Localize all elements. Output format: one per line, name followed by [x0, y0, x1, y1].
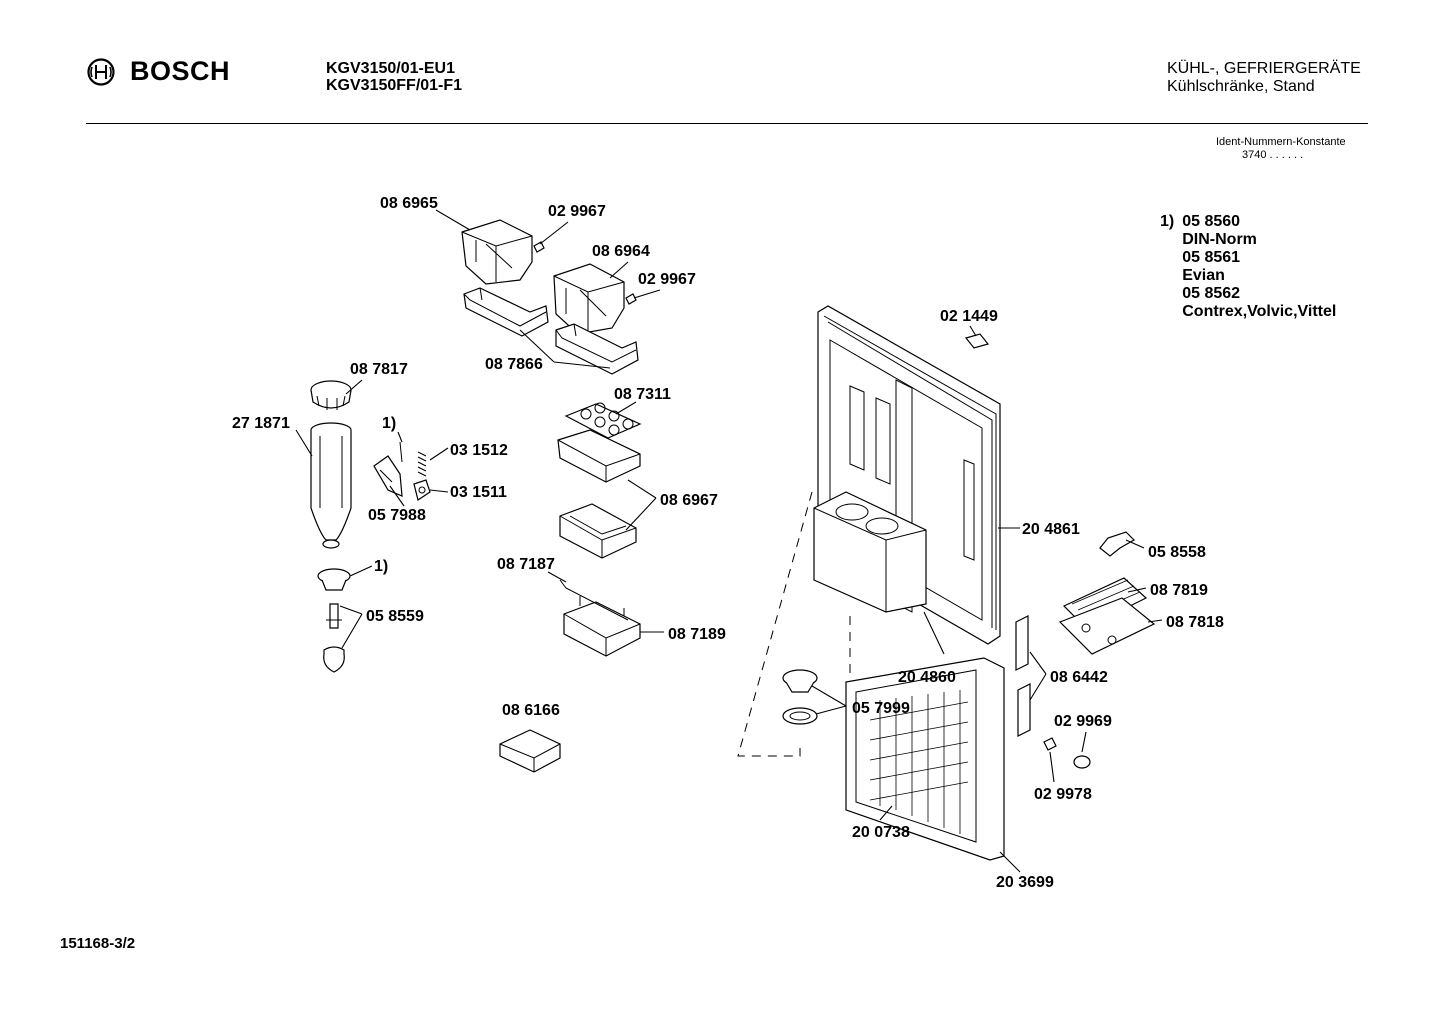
part-label-203699: 20 3699 [996, 874, 1054, 891]
part-label-087189: 08 7189 [668, 626, 726, 643]
part-label-031512: 03 1512 [450, 442, 508, 459]
door-grille-200738 [845, 657, 1005, 861]
part-label-029978: 02 9978 [1034, 786, 1092, 803]
part-label-057999: 05 7999 [852, 700, 910, 717]
cap-029969 [1073, 755, 1091, 769]
part-label-086442: 08 6442 [1050, 669, 1108, 686]
door-shelf-base-087866 [463, 287, 549, 337]
door-shelf-086967-lower [559, 503, 637, 559]
part-label-086965: 08 6965 [380, 195, 438, 212]
bracket-057988 [373, 455, 403, 497]
egg-tray-087311 [564, 402, 642, 439]
footnote-line: DIN-Norm [1182, 231, 1257, 248]
part-label-058558: 05 8558 [1148, 544, 1206, 561]
part-label-087187: 08 7187 [497, 556, 555, 573]
part-label-087818: 08 7818 [1166, 614, 1224, 631]
footnote-ref-label: 1) [382, 415, 396, 432]
hinge-086442 [1015, 615, 1031, 737]
category-title: KÜHL-, GEFRIERGERÄTE [1167, 60, 1361, 77]
bracket-058558 [1099, 531, 1135, 557]
pin-spring-031512 [399, 441, 427, 477]
part-label-087311: 08 7311 [614, 386, 671, 403]
part-label-029969: 02 9969 [1054, 713, 1112, 730]
door-shelf-cover-086965 [461, 219, 533, 285]
part-label-021449: 02 1449 [940, 308, 998, 325]
part-label-271871: 27 1871 [232, 415, 290, 432]
part-label-087817: 08 7817 [350, 361, 408, 378]
ident-value: 3740 . . . . . . [1242, 149, 1304, 161]
door-shelf-base-087866b [555, 323, 639, 375]
part-label-087866: 08 7866 [485, 356, 543, 373]
ident-label: Ident-Nummern-Konstante [1216, 136, 1346, 148]
footnote-line: Contrex,Volvic,Vittel [1182, 303, 1337, 320]
door-shelf-087189 [559, 579, 641, 657]
footnote-line: 05 8561 [1182, 249, 1241, 266]
footnote-line: 05 8560 [1182, 213, 1241, 230]
product-category: KÜHL-, GEFRIERGERÄTE Kühlschränke, Stand [1167, 60, 1361, 96]
footnote-marker: 1) [1160, 213, 1175, 230]
brand-logo: BOSCH [86, 56, 230, 87]
door-shelf-cover-086964 [553, 263, 625, 335]
part-label-029967: 02 9967 [548, 203, 606, 220]
footnote-block: 1) 05 8560 DIN-Norm 05 8561 Evian 05 856… [1160, 213, 1336, 321]
clip-031511 [413, 479, 431, 501]
bottle-cap-087817 [310, 380, 352, 410]
part-label-200738: 20 0738 [852, 824, 910, 841]
header-divider [86, 123, 1368, 124]
part-label-086964: 08 6964 [592, 243, 650, 260]
model-number: KGV3150/01-EU1 [326, 60, 455, 77]
part-label-058559: 05 8559 [366, 608, 424, 625]
small-part-021449 [964, 333, 990, 349]
water-bottle-271871 [310, 422, 352, 549]
sheet-number: 151168-3/2 [60, 935, 136, 952]
butter-box-086166 [499, 729, 561, 773]
door-shelf-086967-upper [557, 429, 641, 483]
brand-name: BOSCH [130, 56, 231, 86]
ident-block: Ident-Nummern-Konstante 3740 . . . . . . [1216, 136, 1346, 162]
category-subtitle: Kühlschränke, Stand [1167, 78, 1315, 95]
footnote-line: Evian [1182, 267, 1225, 284]
dispenser-housing-204860 [813, 491, 927, 613]
footnote-line: 05 8562 [1182, 285, 1241, 302]
screw-029967-icon [533, 241, 637, 305]
part-label-087819: 08 7819 [1150, 582, 1208, 599]
part-label-086967: 08 6967 [660, 492, 718, 509]
footnote-ref-label: 1) [374, 558, 388, 575]
model-numbers: KGV3150/01-EU1 KGV3150FF/01-F1 [326, 60, 462, 94]
bosch-armature-icon [87, 57, 115, 86]
model-number: KGV3150FF/01-F1 [326, 77, 463, 94]
part-label-086166: 08 6166 [502, 702, 560, 719]
drip-seal-057999 [782, 669, 818, 725]
part-label-057988: 05 7988 [368, 507, 426, 524]
part-label-204860: 20 4860 [898, 669, 956, 686]
part-label-031511: 03 1511 [450, 484, 507, 501]
vent-frame-087818 [1058, 597, 1156, 655]
part-label-204861: 20 4861 [1022, 521, 1080, 538]
valve-seal-058559 [317, 568, 351, 673]
part-label-029967: 02 9967 [638, 271, 696, 288]
screw-029978-icon [1043, 737, 1057, 751]
